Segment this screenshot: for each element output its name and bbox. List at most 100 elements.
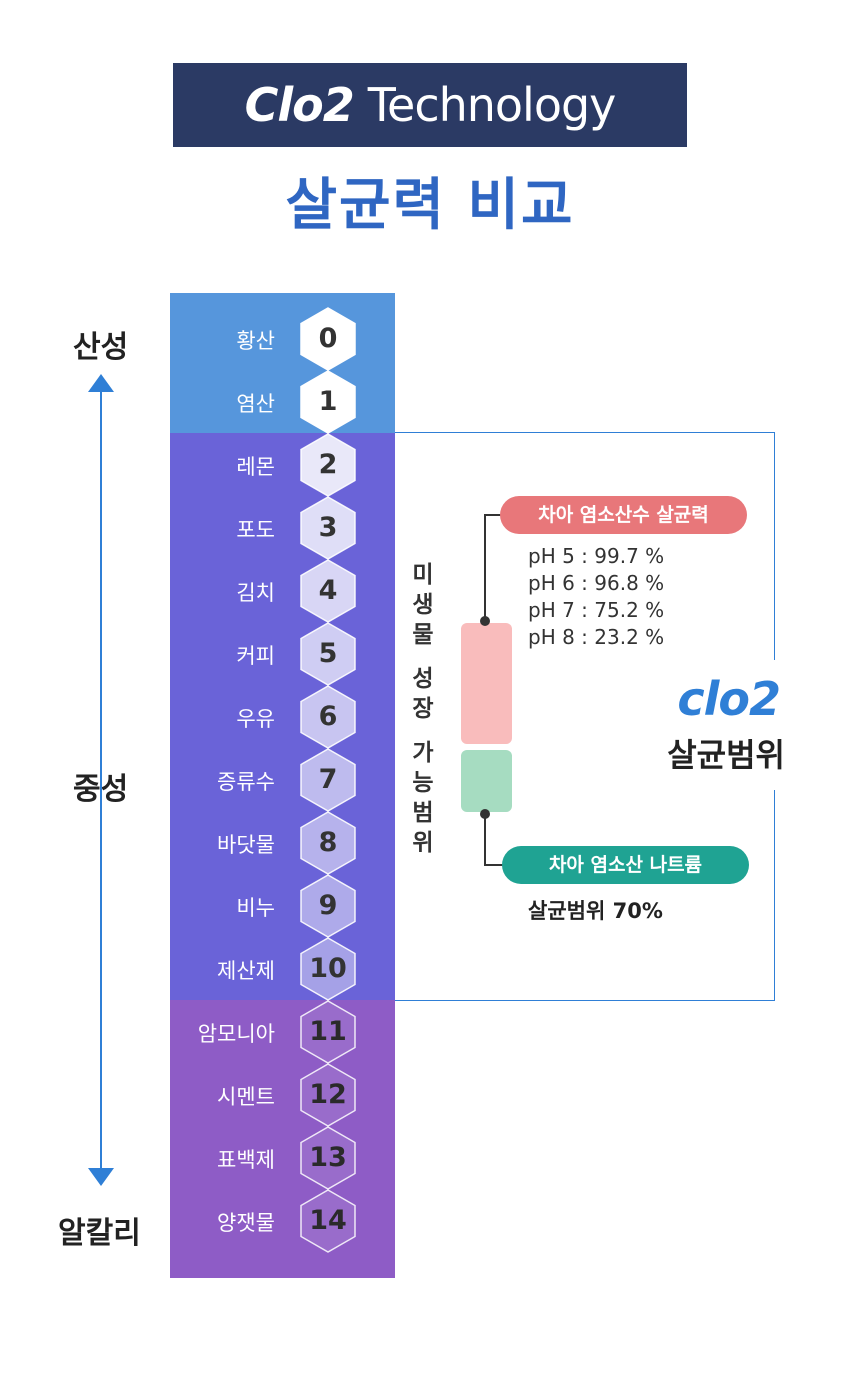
bracket-gap: [770, 660, 780, 790]
ph-row-13: 표백제 13: [170, 1126, 395, 1192]
title-banner: Clo2 Technology: [173, 63, 687, 147]
ph-row-2: 레몬 2: [170, 433, 395, 499]
ph-value: 11: [309, 1016, 347, 1047]
ph-row-3: 포도 3: [170, 496, 395, 562]
hexagon-icon: [300, 874, 356, 938]
growth-range-char: 능: [412, 770, 434, 796]
hexagon-icon: [300, 811, 356, 875]
growth-range-char: 장: [412, 696, 434, 722]
naocl-connector-horizontal: [484, 864, 504, 866]
ph-substance-label: 비누: [236, 896, 275, 920]
ph-substance-label: 바닷물: [217, 833, 275, 857]
hocl-rate-ph5: pH 5 : 99.7 %: [528, 544, 665, 568]
hexagon-icon: [300, 370, 356, 434]
clo2-subtitle: 살균범위: [667, 736, 785, 774]
ph-row-14: 양잿물 14: [170, 1189, 395, 1255]
ph-value: 9: [318, 890, 338, 921]
hexagon-icon: [300, 1189, 356, 1253]
growth-range-char: 물: [412, 622, 434, 648]
ph-value: 13: [309, 1142, 347, 1173]
alkali-zone: [170, 1000, 395, 1278]
ph-row-9: 비누 9: [170, 874, 395, 940]
ph-value: 14: [309, 1205, 347, 1236]
hocl-rate-ph6: pH 6 : 96.8 %: [528, 571, 665, 595]
hocl-label-pill: 차아 염소산수 살균력: [500, 496, 747, 534]
page-subtitle: 살균력 비교: [285, 173, 575, 238]
neutral-zone: [170, 433, 395, 1000]
hocl-rates: pH 5 : 99.7 % pH 6 : 96.8 % pH 7 : 75.2 …: [528, 543, 664, 651]
naocl-range-bar: [461, 750, 512, 812]
ph-substance-label: 레몬: [236, 455, 275, 479]
hocl-connector-dot: [480, 616, 490, 626]
growth-range-char: 위: [412, 830, 434, 856]
ph-value: 2: [318, 449, 338, 480]
ph-value: 8: [318, 827, 338, 858]
growth-range-char: 범: [412, 800, 434, 826]
acid-zone: [170, 293, 395, 433]
hexagon-icon: [300, 559, 356, 623]
growth-range-char: 가: [412, 740, 434, 766]
ph-value: 10: [309, 953, 347, 984]
ph-substance-label: 표백제: [217, 1148, 275, 1172]
arrow-up-icon: [88, 374, 114, 392]
banner-text: Technology: [367, 78, 617, 132]
ph-substance-label: 염산: [236, 392, 275, 416]
growth-range-char: 생: [412, 592, 434, 618]
ph-row-12: 시멘트 12: [170, 1063, 395, 1129]
ph-substance-label: 시멘트: [217, 1085, 275, 1109]
hexagon-icon: [300, 496, 356, 560]
ph-row-11: 암모니아 11: [170, 1000, 395, 1066]
hexagon-icon: [300, 685, 356, 749]
hexagon-icon: [300, 748, 356, 812]
banner-brand: Clo2: [244, 78, 355, 132]
hexagon-icon: [300, 1126, 356, 1190]
ph-row-4: 김치 4: [170, 559, 395, 625]
naocl-label-pill: 차아 염소산 나트륨: [502, 846, 749, 884]
growth-range-char: 미: [412, 562, 434, 588]
ph-row-5: 커피 5: [170, 622, 395, 688]
hocl-connector-horizontal: [484, 514, 502, 516]
ph-row-10: 제산제 10: [170, 937, 395, 1003]
hexagon-icon: [300, 307, 356, 371]
ph-row-8: 바닷물 8: [170, 811, 395, 877]
naocl-connector-vertical: [484, 813, 486, 865]
axis-arrow-line: [100, 390, 102, 1170]
hexagon-icon: [300, 1000, 356, 1064]
ph-value: 6: [318, 701, 338, 732]
hexagon-icon: [300, 622, 356, 686]
ph-substance-label: 커피: [236, 644, 275, 668]
ph-row-1: 염산 1: [170, 370, 395, 436]
hexagon-icon: [300, 433, 356, 497]
arrow-down-icon: [88, 1168, 114, 1186]
ph-row-0: 황산 0: [170, 307, 395, 373]
ph-substance-label: 김치: [236, 581, 275, 605]
ph-value: 0: [318, 323, 338, 354]
ph-value: 7: [318, 764, 338, 795]
axis-label-acid: 산성: [73, 330, 129, 365]
hocl-range-bar: [461, 623, 512, 744]
hocl-connector-vertical: [484, 514, 486, 620]
ph-substance-label: 암모니아: [197, 1022, 275, 1046]
ph-substance-label: 제산제: [217, 959, 275, 983]
growth-range-char: 성: [412, 666, 434, 692]
hocl-rate-ph8: pH 8 : 23.2 %: [528, 625, 665, 649]
ph-substance-label: 증류수: [217, 770, 275, 794]
ph-row-7: 증류수 7: [170, 748, 395, 814]
ph-value: 3: [318, 512, 338, 543]
hocl-rate-ph7: pH 7 : 75.2 %: [528, 598, 665, 622]
ph-substance-label: 양잿물: [217, 1211, 275, 1235]
ph-substance-label: 포도: [236, 518, 275, 542]
ph-substance-label: 황산: [236, 329, 275, 353]
ph-value: 5: [318, 638, 338, 669]
ph-value: 4: [318, 575, 338, 606]
naocl-note: 살균범위 70%: [528, 899, 663, 923]
axis-label-alkali: 알칼리: [58, 1216, 141, 1251]
hexagon-icon: [300, 1063, 356, 1127]
hexagon-icon: [300, 937, 356, 1001]
ph-value: 12: [309, 1079, 347, 1110]
ph-substance-label: 우유: [236, 707, 275, 731]
ph-row-6: 우유 6: [170, 685, 395, 751]
clo2-title: clo2: [677, 672, 781, 726]
ph-value: 1: [318, 386, 338, 417]
